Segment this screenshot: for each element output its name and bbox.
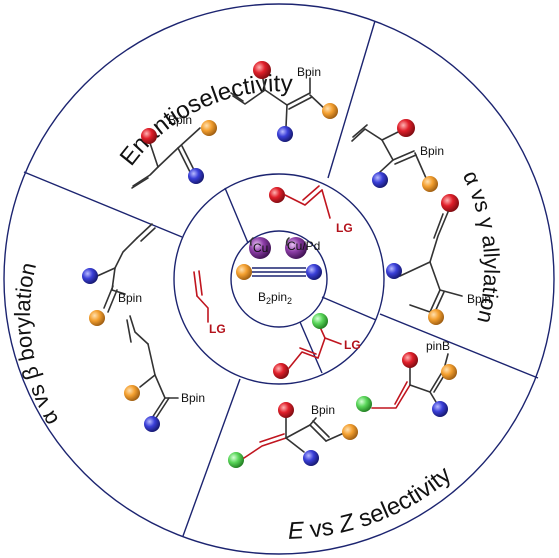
structure-ez-right: pinB <box>356 339 457 417</box>
structure-enantio-left: Bpin <box>131 113 217 189</box>
svg-text:Bpin: Bpin <box>168 113 192 127</box>
divider-right <box>379 313 539 379</box>
section-title-ez: E vs Z selectivity <box>287 461 456 545</box>
alkyne-orange-ball <box>236 264 252 280</box>
cu-sphere <box>249 237 271 259</box>
svg-text:pinB: pinB <box>426 339 450 353</box>
svg-text:Bpin: Bpin <box>420 144 444 158</box>
middle-ring <box>173 173 385 385</box>
divider-mid-top <box>224 187 249 244</box>
svg-text:LG: LG <box>336 221 353 235</box>
structure-boryl-top: Bpin <box>82 223 156 326</box>
substrate-left: LG <box>193 270 226 336</box>
svg-text:LG: LG <box>344 338 361 352</box>
substrate-bottom: LG <box>273 313 361 379</box>
outer-ring <box>3 3 555 555</box>
structure-allyl-top: Bpin <box>351 119 444 192</box>
svg-text:Cu/Pd: Cu/Pd <box>287 239 320 253</box>
structure-enantio-right: Bpin <box>230 61 338 142</box>
b2pin2-label: B2pin2 <box>258 290 292 306</box>
svg-text:Bpin: Bpin <box>118 291 142 305</box>
svg-text:Bpin: Bpin <box>181 391 205 405</box>
section-title-enantioselectivity: Enantioselectivity <box>115 70 293 171</box>
divider-mid-right <box>321 296 377 321</box>
alkyne-blue-ball <box>306 264 322 280</box>
cupd-sphere <box>285 237 307 259</box>
catalyst-center: Cu Cu/Pd B2pin2 <box>236 237 322 306</box>
svg-text:LG: LG <box>209 322 226 336</box>
inner-ring <box>230 230 328 328</box>
svg-text:Bpin: Bpin <box>311 403 335 417</box>
structure-boryl-bottom: Bpin <box>124 315 205 432</box>
svg-text:Bpin: Bpin <box>297 65 321 79</box>
divider-mid-bottom <box>299 321 323 374</box>
svg-text:Cu: Cu <box>253 241 268 255</box>
structure-ez-left: Bpin <box>228 402 358 468</box>
substrate-top: LG <box>269 185 353 235</box>
divider-left <box>23 171 183 238</box>
divider-bottom <box>182 378 241 537</box>
structure-allyl-bottom: Bpin <box>386 194 491 325</box>
divider-top-right <box>327 20 376 179</box>
section-title-borylation: α vs β borylation <box>10 260 63 430</box>
svg-text:Bpin: Bpin <box>467 292 491 306</box>
